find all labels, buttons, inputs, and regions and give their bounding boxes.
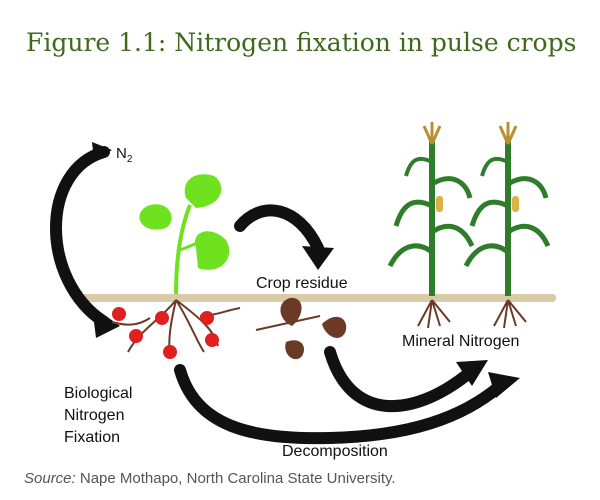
source-text: Nape Mothapo, North Carolina State Unive… [79,470,396,487]
source-credit: Source: Nape Mothapo, North Carolina Sta… [24,470,584,487]
corn-plant-icon [387,122,475,329]
n2-arrow-icon [50,142,120,338]
bnf-label-line2: Nitrogen [64,407,124,424]
crop-residue-icon [255,297,347,360]
plant-to-residue-arrow-icon [234,204,334,270]
mineral-nitrogen-label: Mineral Nitrogen [402,333,519,350]
decomposition-arrow-icon [174,364,520,445]
corn-plant-icon [463,122,551,329]
bnf-label-line3: Fixation [64,429,120,446]
decomposition-label: Decomposition [282,443,388,460]
residue-to-mineral-arrow-icon [324,346,488,413]
figure-title: Figure 1.1: Nitrogen fixation in pulse c… [26,28,577,57]
n2-label: N2 [116,145,133,165]
bean-plant-icon [139,174,230,295]
bnf-label-line1: Biological [64,385,132,402]
crop-residue-label: Crop residue [256,275,348,292]
soil-line [82,294,556,302]
root-nodule-icon [112,307,219,359]
source-label: Source: [24,470,76,487]
